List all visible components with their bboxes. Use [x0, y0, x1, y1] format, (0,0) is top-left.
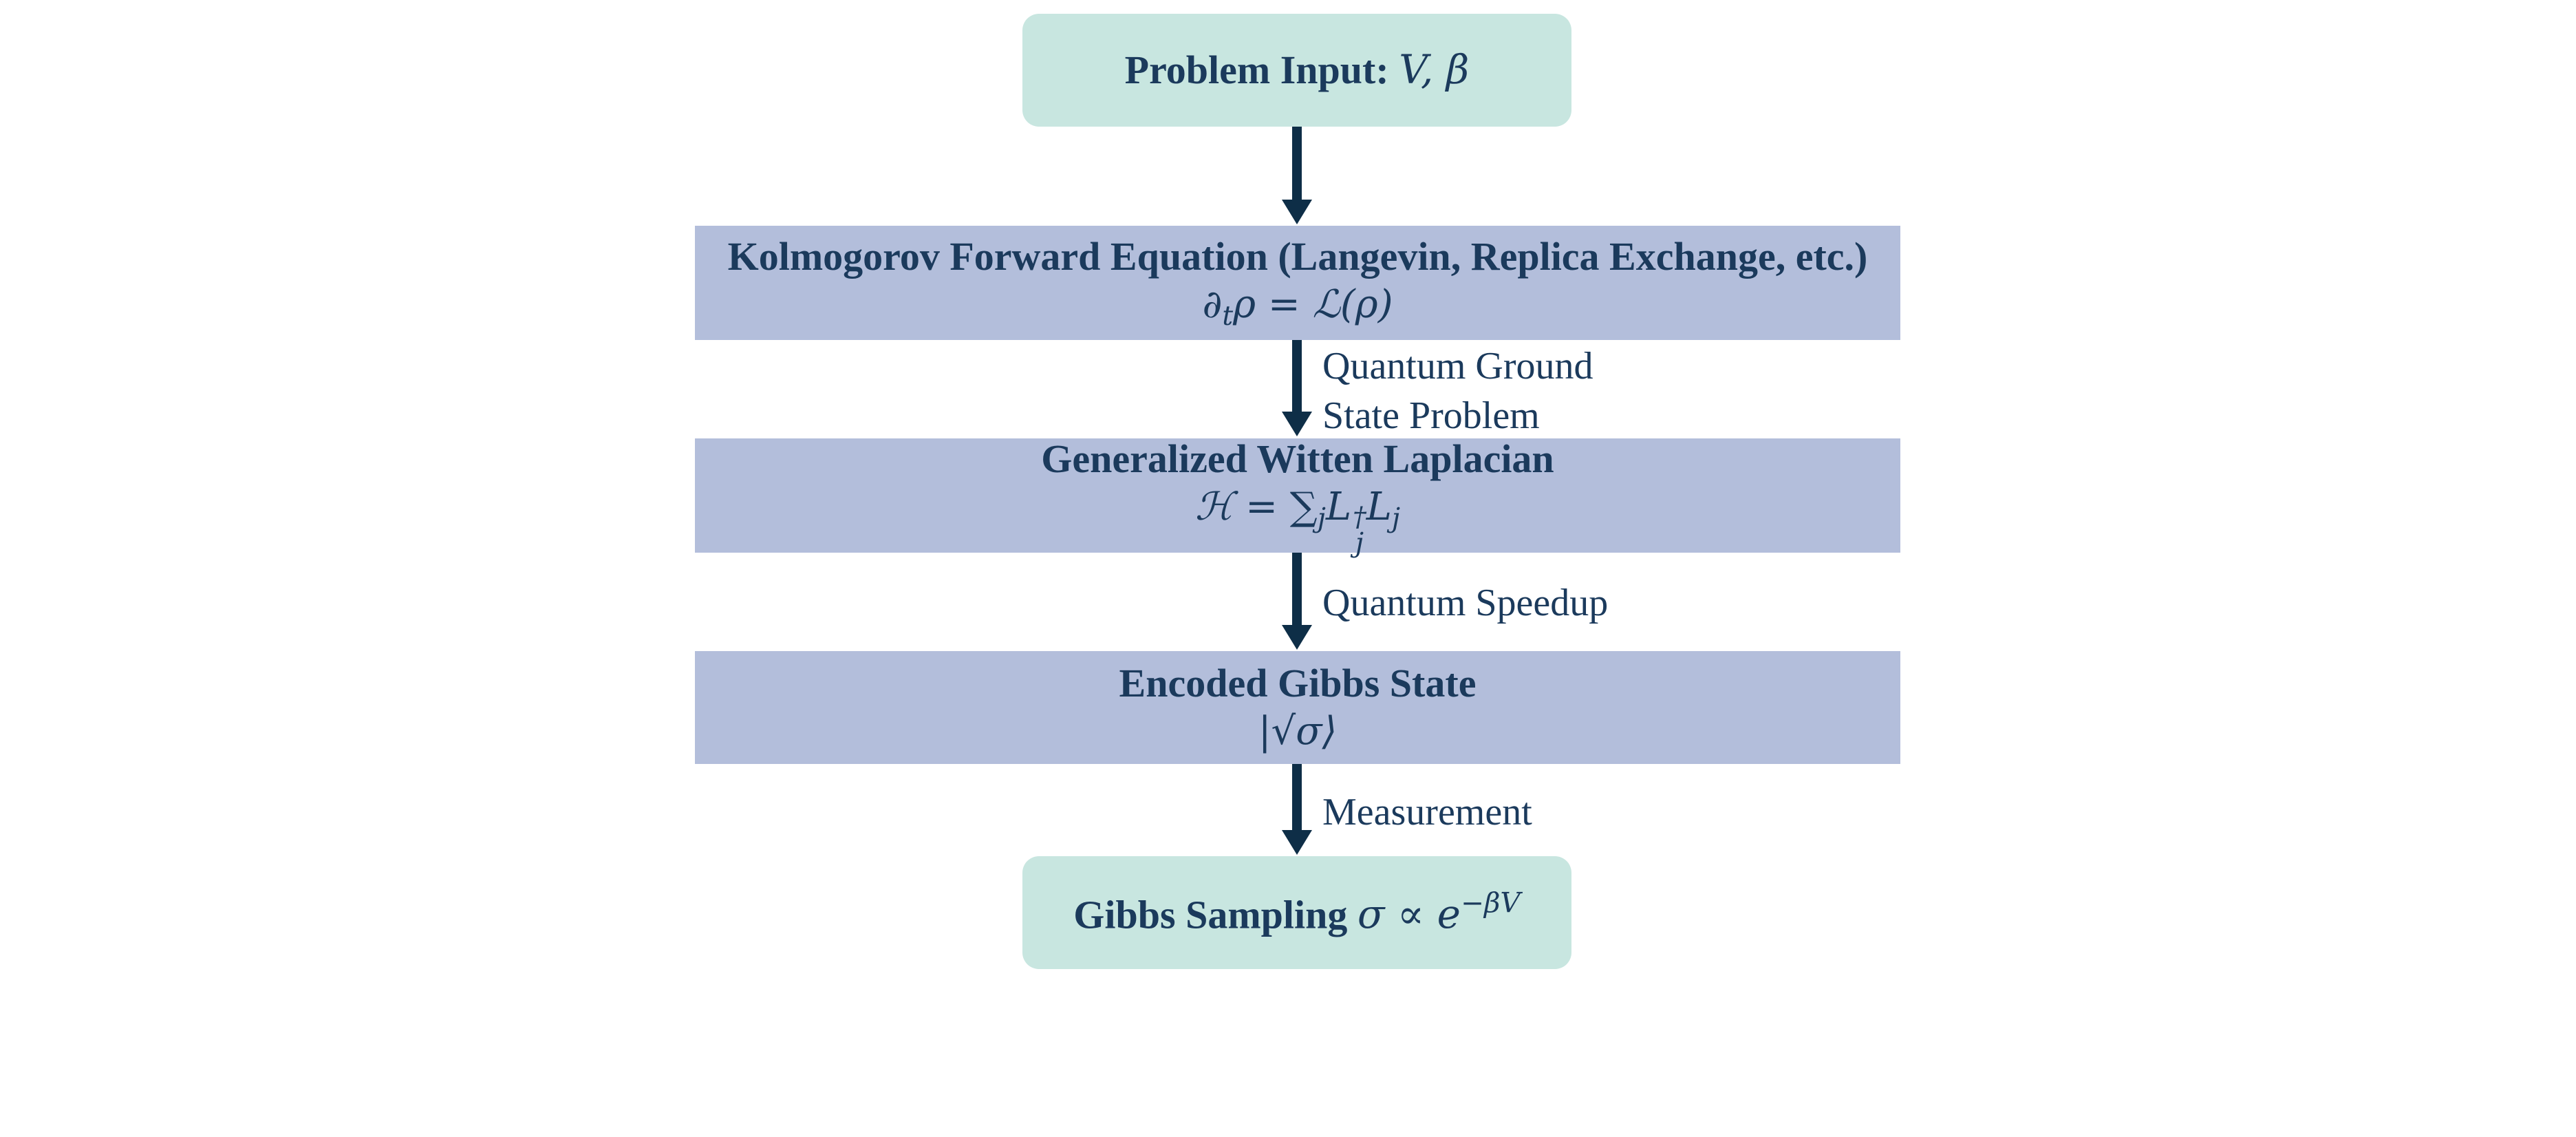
- node-gibbs-state-formula: |√σ⟩: [1258, 708, 1338, 754]
- edge-label-ground-state-line-1: Quantum Ground: [1322, 345, 1593, 387]
- arrow-witten-to-gibbs-state: [1282, 553, 1312, 650]
- node-witten-title: Generalized Witten Laplacian: [1041, 436, 1554, 482]
- edge-label-ground-state-line-2: State Problem: [1322, 394, 1540, 437]
- node-gibbs-sampling-title: Gibbs Sampling: [1073, 892, 1348, 937]
- node-gibbs-sampling: Gibbs Sampling σ ∝ e−βV: [1022, 856, 1571, 969]
- node-kfe-title: Kolmogorov Forward Equation (Langevin, R…: [727, 234, 1868, 279]
- node-problem-input: Problem Input: V, β: [1022, 14, 1571, 127]
- arrow-gibbs-state-to-output: [1282, 764, 1312, 855]
- node-gibbs-state-title: Encoded Gibbs State: [1119, 661, 1477, 706]
- node-gibbs-sampling-formula: σ ∝ e−βV: [1357, 886, 1521, 938]
- edge-label-quantum-speedup: Quantum Speedup: [1322, 578, 1608, 628]
- node-encoded-gibbs-state: Encoded Gibbs State |√σ⟩: [695, 651, 1900, 764]
- arrow-input-to-kfe: [1282, 127, 1312, 224]
- arrow-kfe-to-witten: [1282, 340, 1312, 436]
- node-kfe-formula: ∂tρ = ℒ(ρ): [1202, 281, 1393, 332]
- edge-label-measurement: Measurement: [1322, 787, 1532, 837]
- node-problem-input-title: Problem Input:: [1124, 47, 1389, 93]
- edge-label-measurement-line-1: Measurement: [1322, 791, 1532, 833]
- edge-label-ground-state: Quantum Ground State Problem: [1322, 341, 1593, 440]
- node-problem-input-formula: V, β: [1399, 46, 1470, 94]
- node-kolmogorov-forward-equation: Kolmogorov Forward Equation (Langevin, R…: [695, 226, 1900, 340]
- edge-label-quantum-speedup-line-1: Quantum Speedup: [1322, 582, 1609, 624]
